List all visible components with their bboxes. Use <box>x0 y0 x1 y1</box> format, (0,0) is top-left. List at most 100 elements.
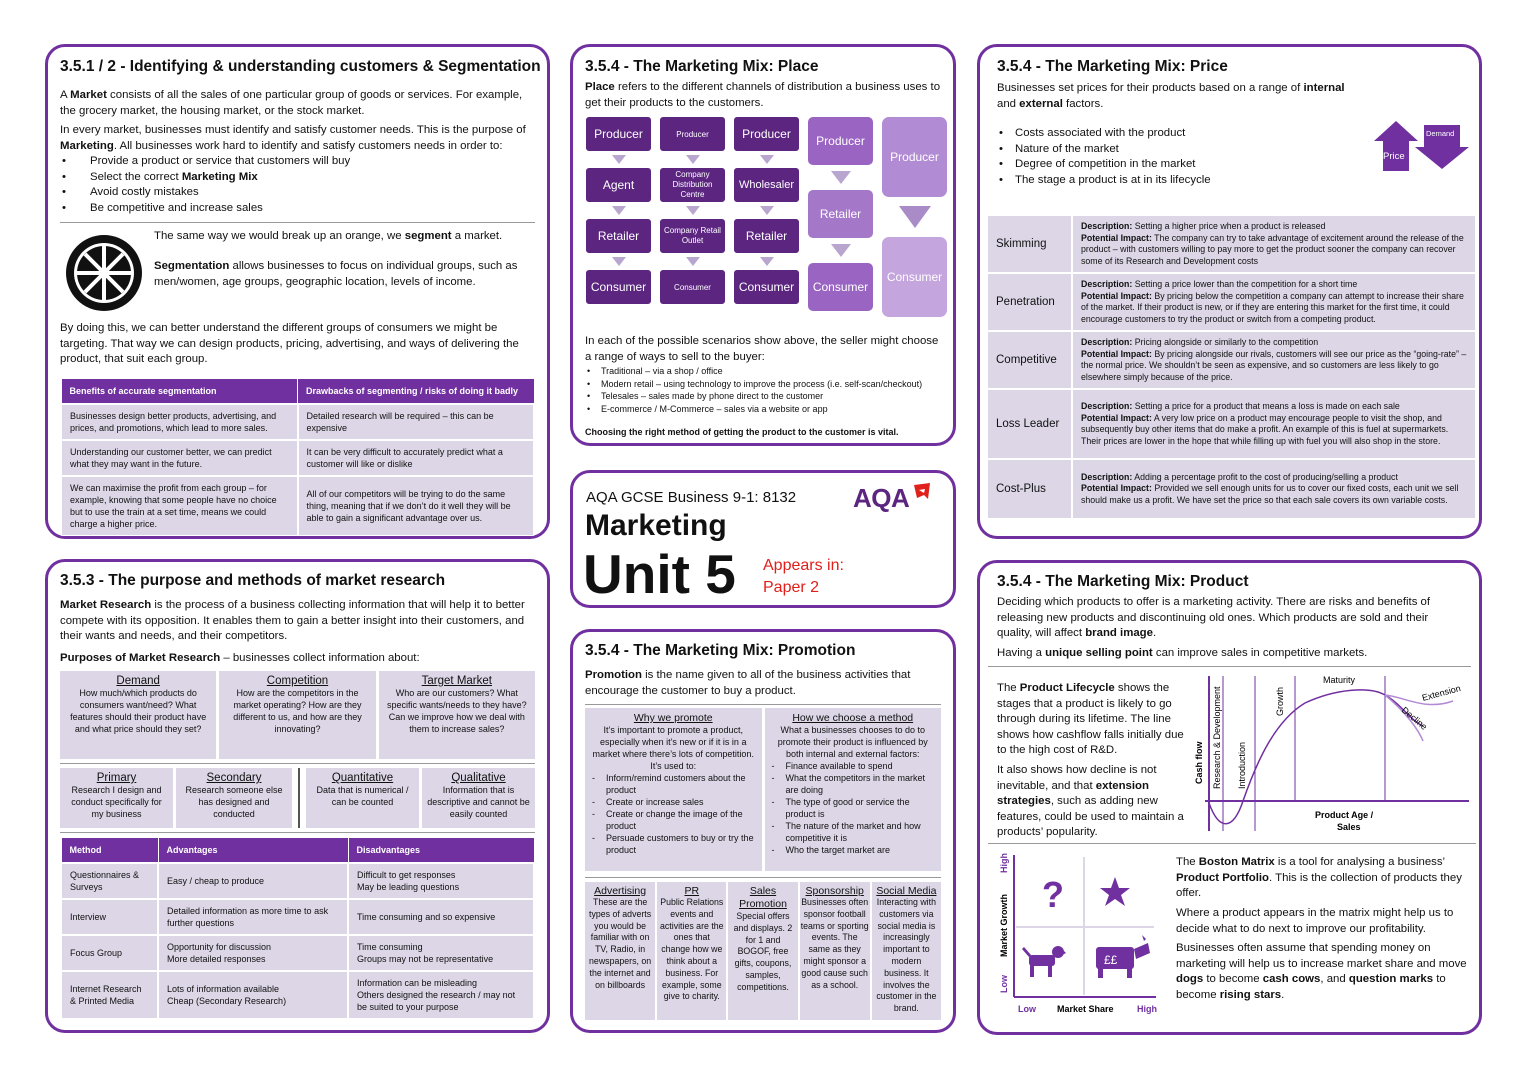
down-arrow-icon <box>830 244 851 257</box>
marketing-purpose: In every market, businesses must identif… <box>60 124 526 152</box>
channel-box: Consumer <box>807 262 874 312</box>
dog-icon <box>1022 946 1066 977</box>
extension-strategies-text: It also shows how decline is not inevita… <box>997 764 1184 838</box>
channel-box: Producer <box>807 116 874 166</box>
market-research-panel: 3.5.3 - The purpose and methods of marke… <box>45 559 550 1033</box>
segmentation-title: 3.5.1 / 2 - Identifying & understanding … <box>60 58 541 75</box>
divider <box>60 832 535 833</box>
axis-label-market-growth: Market Growth <box>999 894 1009 957</box>
axis-high-label: High <box>1137 1004 1157 1014</box>
promotion-panel: 3.5.4 - The Marketing Mix: Promotion Pro… <box>570 629 956 1033</box>
appears-in-label: Appears in: <box>763 557 844 574</box>
list-item: Nature of the market <box>997 142 1479 158</box>
down-arrow-icon <box>685 155 700 164</box>
promotion-reasons: Why we promote It’s important to promote… <box>585 708 941 871</box>
list-item: Create or increase sales <box>590 796 757 808</box>
channel-box: Producer <box>659 116 726 152</box>
list-item: Persuade customers to buy or try the pro… <box>590 832 757 856</box>
place-panel: 3.5.4 - The Marketing Mix: Place Place r… <box>570 44 956 446</box>
channel-box: Producer <box>585 116 652 152</box>
channel-box: Producer <box>881 116 948 198</box>
list-item: What the competitors in the market are d… <box>770 772 937 796</box>
price-demand-arrows-icon <box>1374 121 1469 171</box>
list-item: Avoid costly mistakes <box>60 185 535 201</box>
list-item: Degree of competition in the market <box>997 157 1479 173</box>
list-item: The nature of the market and how competi… <box>770 820 937 844</box>
table-header: Benefits of accurate segmentation <box>60 377 298 404</box>
list-item: Create or change the image of the produc… <box>590 808 757 832</box>
list-item: E-commerce / M-Commerce – sales via a we… <box>585 403 941 416</box>
table-header: Advantages <box>157 837 349 864</box>
boston-matrix-chart: ? ££ High Market Growth Low Low Market S… <box>999 853 1157 1014</box>
channel-company: Producer Company Distribution Centre Com… <box>659 116 726 305</box>
channel-retailer: Producer Retailer Consumer <box>807 116 874 312</box>
course-code: AQA GCSE Business 9-1: 8132 <box>586 489 797 506</box>
down-arrow-icon <box>685 257 700 266</box>
down-arrow-icon <box>759 155 774 164</box>
product-lifecycle-chart: Cash flow Research & Development Introdu… <box>1194 675 1469 832</box>
channel-box: Consumer <box>881 236 948 318</box>
segmentation-benefit-text: By doing this, we can better understand … <box>60 322 519 365</box>
place-note: Choosing the right method of getting the… <box>585 427 899 437</box>
selling-ways-list: Traditional – via a shop / office Modern… <box>585 365 941 415</box>
table-row: Businesses design better products, adver… <box>60 402 535 441</box>
divider <box>585 704 941 705</box>
price-panel: 3.5.4 - The Marketing Mix: Price Busines… <box>977 44 1482 539</box>
down-arrow-icon <box>611 155 626 164</box>
market-definition: A Market consists of all the sales of on… <box>60 89 523 117</box>
channel-box: Retailer <box>807 189 874 239</box>
divider <box>988 843 1476 844</box>
cash-symbol: ££ <box>1104 953 1118 967</box>
table-row: We can maximise the profit from each gro… <box>60 474 535 536</box>
paper-label: Paper 2 <box>763 579 820 596</box>
cover-panel: AQA GCSE Business 9-1: 8132 AQA Marketin… <box>570 470 956 608</box>
price-title: 3.5.4 - The Marketing Mix: Price <box>997 58 1228 75</box>
segmentation-definition: Segmentation allows businesses to focus … <box>154 260 518 288</box>
stage-label-extension: Extension <box>1421 683 1462 703</box>
divider <box>585 877 941 878</box>
promotion-title: 3.5.4 - The Marketing Mix: Promotion <box>585 642 856 659</box>
topic-title: Marketing <box>585 509 727 542</box>
channel-box: Retailer <box>585 218 652 254</box>
axis-label-cash-flow: Cash flow <box>1194 740 1204 784</box>
axis-low-label: Low <box>1018 1004 1037 1014</box>
product-intro: Deciding which products to offer is a ma… <box>997 596 1431 639</box>
down-arrow-icon <box>830 171 851 184</box>
list-item: Traditional – via a shop / office <box>585 365 941 378</box>
list-item: Who the target market are <box>770 844 937 856</box>
table-row: Understanding our customer better, we ca… <box>60 438 535 477</box>
list-item: Telesales – sales made by phone direct t… <box>585 390 941 403</box>
price-icon-label: Price <box>1383 151 1405 162</box>
list-item: Modern retail – using technology to impr… <box>585 378 941 391</box>
aqa-flag-icon <box>914 483 931 499</box>
axis-label-product-age: Product Age / <box>1315 810 1374 820</box>
market-research-definition: Market Research is the process of a busi… <box>60 599 525 642</box>
down-arrow-icon <box>611 206 626 215</box>
segmentation-panel: 3.5.1 / 2 - Identifying & understanding … <box>45 44 550 539</box>
selling-ways-intro: In each of the possible scenarios show a… <box>585 335 939 363</box>
channel-direct: Producer Consumer <box>881 116 948 318</box>
divider <box>988 666 1471 667</box>
product-panel: 3.5.4 - The Marketing Mix: Product Decid… <box>977 560 1482 1035</box>
stage-label-rd: Research & Development <box>1212 686 1222 789</box>
channel-box: Producer <box>733 116 800 152</box>
list-item: Inform/remind customers about the produc… <box>590 772 757 796</box>
price-intro: Businesses set prices for their products… <box>997 82 1345 110</box>
